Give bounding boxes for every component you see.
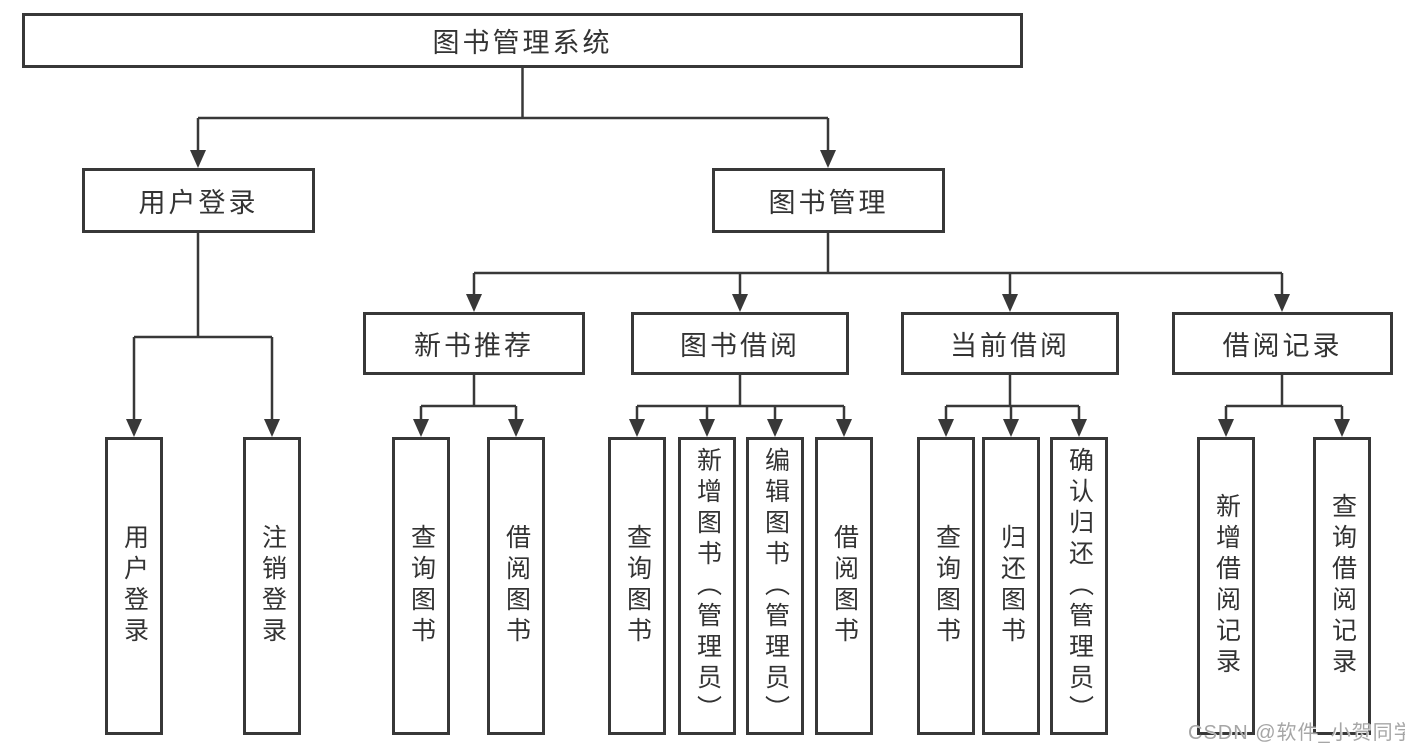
- arrowhead-icon: [836, 419, 852, 437]
- node-user-login: 用户登录: [82, 168, 315, 233]
- leaf-current-return-book: 归还图书: [982, 437, 1040, 735]
- node-book-borrow: 图书借阅: [631, 312, 849, 375]
- node-new-book-recommend: 新书推荐: [363, 312, 585, 375]
- leaf-borrow-query-book-label: 查询图书: [623, 524, 652, 648]
- node-book-management: 图书管理: [712, 168, 945, 233]
- leaf-current-confirm-return-admin: 确认归还（管理员）: [1050, 437, 1108, 735]
- node-root-label: 图书管理系统: [432, 28, 613, 58]
- leaf-newbook-borrow-book: 借阅图书: [487, 437, 545, 735]
- leaf-borrow-query-book: 查询图书: [608, 437, 666, 735]
- arrowhead-icon: [629, 419, 645, 437]
- arrowhead-icon: [1218, 419, 1234, 437]
- leaf-records-add-borrow-record-label: 新增借阅记录: [1212, 493, 1241, 679]
- leaf-newbook-query-book: 查询图书: [392, 437, 450, 735]
- leaf-borrow-borrow-book: 借阅图书: [815, 437, 873, 735]
- leaf-current-confirm-return-admin-label: 确认归还（管理员）: [1065, 446, 1094, 726]
- arrowhead-icon: [508, 419, 524, 437]
- leaf-records-query-borrow-record-label: 查询借阅记录: [1328, 493, 1357, 679]
- leaf-borrow-edit-book-admin-label: 编辑图书（管理员）: [761, 446, 790, 726]
- leaf-borrow-edit-book-admin: 编辑图书（管理员）: [746, 437, 804, 735]
- watermark: CSDN @软件_小贺同学: [1188, 722, 1405, 744]
- node-current-borrow: 当前借阅: [901, 312, 1119, 375]
- connector-path: [132, 68, 1344, 421]
- arrowhead-icon: [466, 294, 482, 312]
- leaf-current-query-book: 查询图书: [917, 437, 975, 735]
- node-book-management-label: 图书管理: [768, 188, 889, 218]
- node-borrow-records: 借阅记录: [1172, 312, 1393, 375]
- leaf-current-query-book-label: 查询图书: [932, 524, 961, 648]
- leaf-newbook-borrow-book-label: 借阅图书: [502, 524, 531, 648]
- arrowhead-icon: [1274, 294, 1290, 312]
- node-book-borrow-label: 图书借阅: [680, 331, 800, 361]
- arrowhead-icon: [1334, 419, 1350, 437]
- arrowhead-icon: [699, 419, 715, 437]
- node-current-borrow-label: 当前借阅: [950, 331, 1070, 361]
- arrowhead-icon: [732, 294, 748, 312]
- node-borrow-records-label: 借阅记录: [1222, 331, 1343, 361]
- leaf-borrow-add-book-admin: 新增图书（管理员）: [678, 437, 736, 735]
- arrowhead-icon: [938, 419, 954, 437]
- leaf-user-login: 用户登录: [105, 437, 163, 735]
- arrowhead-icon: [190, 150, 206, 168]
- node-root: 图书管理系统: [22, 13, 1023, 68]
- node-user-login-label: 用户登录: [138, 188, 259, 218]
- arrowhead-icon: [126, 419, 142, 437]
- arrowhead-icon: [767, 419, 783, 437]
- node-new-book-recommend-label: 新书推荐: [414, 331, 534, 361]
- leaf-records-query-borrow-record: 查询借阅记录: [1313, 437, 1371, 735]
- leaf-borrow-add-book-admin-label: 新增图书（管理员）: [693, 446, 722, 726]
- arrowhead-icon: [820, 150, 836, 168]
- leaf-logout-label: 注销登录: [258, 524, 287, 648]
- arrowhead-icon: [1002, 294, 1018, 312]
- leaf-records-add-borrow-record: 新增借阅记录: [1197, 437, 1255, 735]
- arrowhead-icon: [264, 419, 280, 437]
- leaf-logout: 注销登录: [243, 437, 301, 735]
- arrowhead-icon: [413, 419, 429, 437]
- leaf-user-login-label: 用户登录: [120, 524, 149, 648]
- leaf-borrow-borrow-book-label: 借阅图书: [830, 524, 859, 648]
- leaf-newbook-query-book-label: 查询图书: [407, 524, 436, 648]
- arrowhead-icon: [1003, 419, 1019, 437]
- arrowhead-icon: [1071, 419, 1087, 437]
- leaf-current-return-book-label: 归还图书: [997, 524, 1026, 648]
